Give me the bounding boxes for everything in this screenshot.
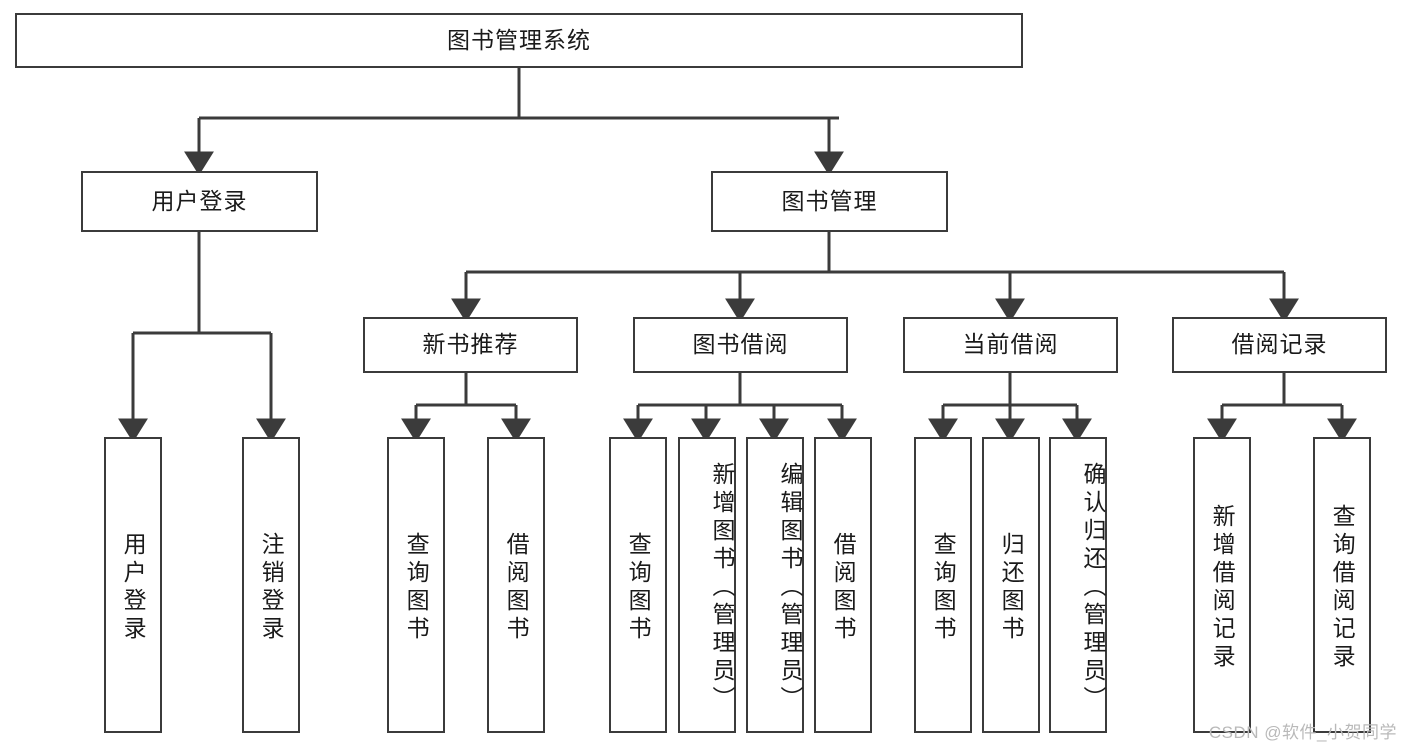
node-leaf-confirm-return-admin[interactable]: 确认归还（管理员） xyxy=(1049,437,1107,733)
node-label: 图书管理系统 xyxy=(447,26,591,53)
node-label: 借阅图书 xyxy=(503,532,530,644)
node-label: 当前借阅 xyxy=(962,331,1059,358)
node-leaf-query-book-borrow[interactable]: 查询图书 xyxy=(609,437,667,733)
node-label: 借阅图书 xyxy=(830,532,857,644)
node-label: 归还图书 xyxy=(998,532,1025,644)
node-label: 查询图书 xyxy=(930,532,957,644)
node-label: 新增图书（管理员） xyxy=(709,462,735,714)
node-label: 编辑图书（管理员） xyxy=(777,462,803,714)
node-label: 图书借阅 xyxy=(692,331,789,358)
node-leaf-return-book[interactable]: 归还图书 xyxy=(982,437,1040,733)
node-leaf-query-book-current[interactable]: 查询图书 xyxy=(914,437,972,733)
node-leaf-user-login[interactable]: 用户登录 xyxy=(104,437,162,733)
node-label: 新书推荐 xyxy=(422,331,519,358)
node-borrow-record[interactable]: 借阅记录 xyxy=(1172,317,1387,373)
node-leaf-add-borrow-record[interactable]: 新增借阅记录 xyxy=(1193,437,1251,733)
node-label: 用户登录 xyxy=(120,532,147,644)
node-leaf-query-book-recommend[interactable]: 查询图书 xyxy=(387,437,445,733)
node-book-management[interactable]: 图书管理 xyxy=(711,171,948,232)
node-leaf-query-borrow-record[interactable]: 查询借阅记录 xyxy=(1313,437,1371,733)
node-label: 用户登录 xyxy=(151,187,248,214)
node-new-book-recommend[interactable]: 新书推荐 xyxy=(363,317,578,373)
node-book-borrow[interactable]: 图书借阅 xyxy=(633,317,848,373)
node-leaf-edit-book-admin[interactable]: 编辑图书（管理员） xyxy=(746,437,804,733)
node-label: 查询图书 xyxy=(625,532,652,644)
node-label: 借阅记录 xyxy=(1231,331,1328,358)
node-leaf-borrow-book-recommend[interactable]: 借阅图书 xyxy=(487,437,545,733)
node-current-borrow[interactable]: 当前借阅 xyxy=(903,317,1118,373)
node-leaf-add-book-admin[interactable]: 新增图书（管理员） xyxy=(678,437,736,733)
node-leaf-logout[interactable]: 注销登录 xyxy=(242,437,300,733)
node-leaf-borrow-book[interactable]: 借阅图书 xyxy=(814,437,872,733)
node-label: 注销登录 xyxy=(258,532,285,644)
node-label: 新增借阅记录 xyxy=(1209,504,1236,672)
node-label: 查询图书 xyxy=(403,532,430,644)
node-label: 确认归还（管理员） xyxy=(1080,462,1106,714)
node-label: 查询借阅记录 xyxy=(1329,504,1356,672)
node-book-management-system[interactable]: 图书管理系统 xyxy=(15,13,1023,68)
node-user-login[interactable]: 用户登录 xyxy=(81,171,318,232)
node-label: 图书管理 xyxy=(781,187,878,214)
